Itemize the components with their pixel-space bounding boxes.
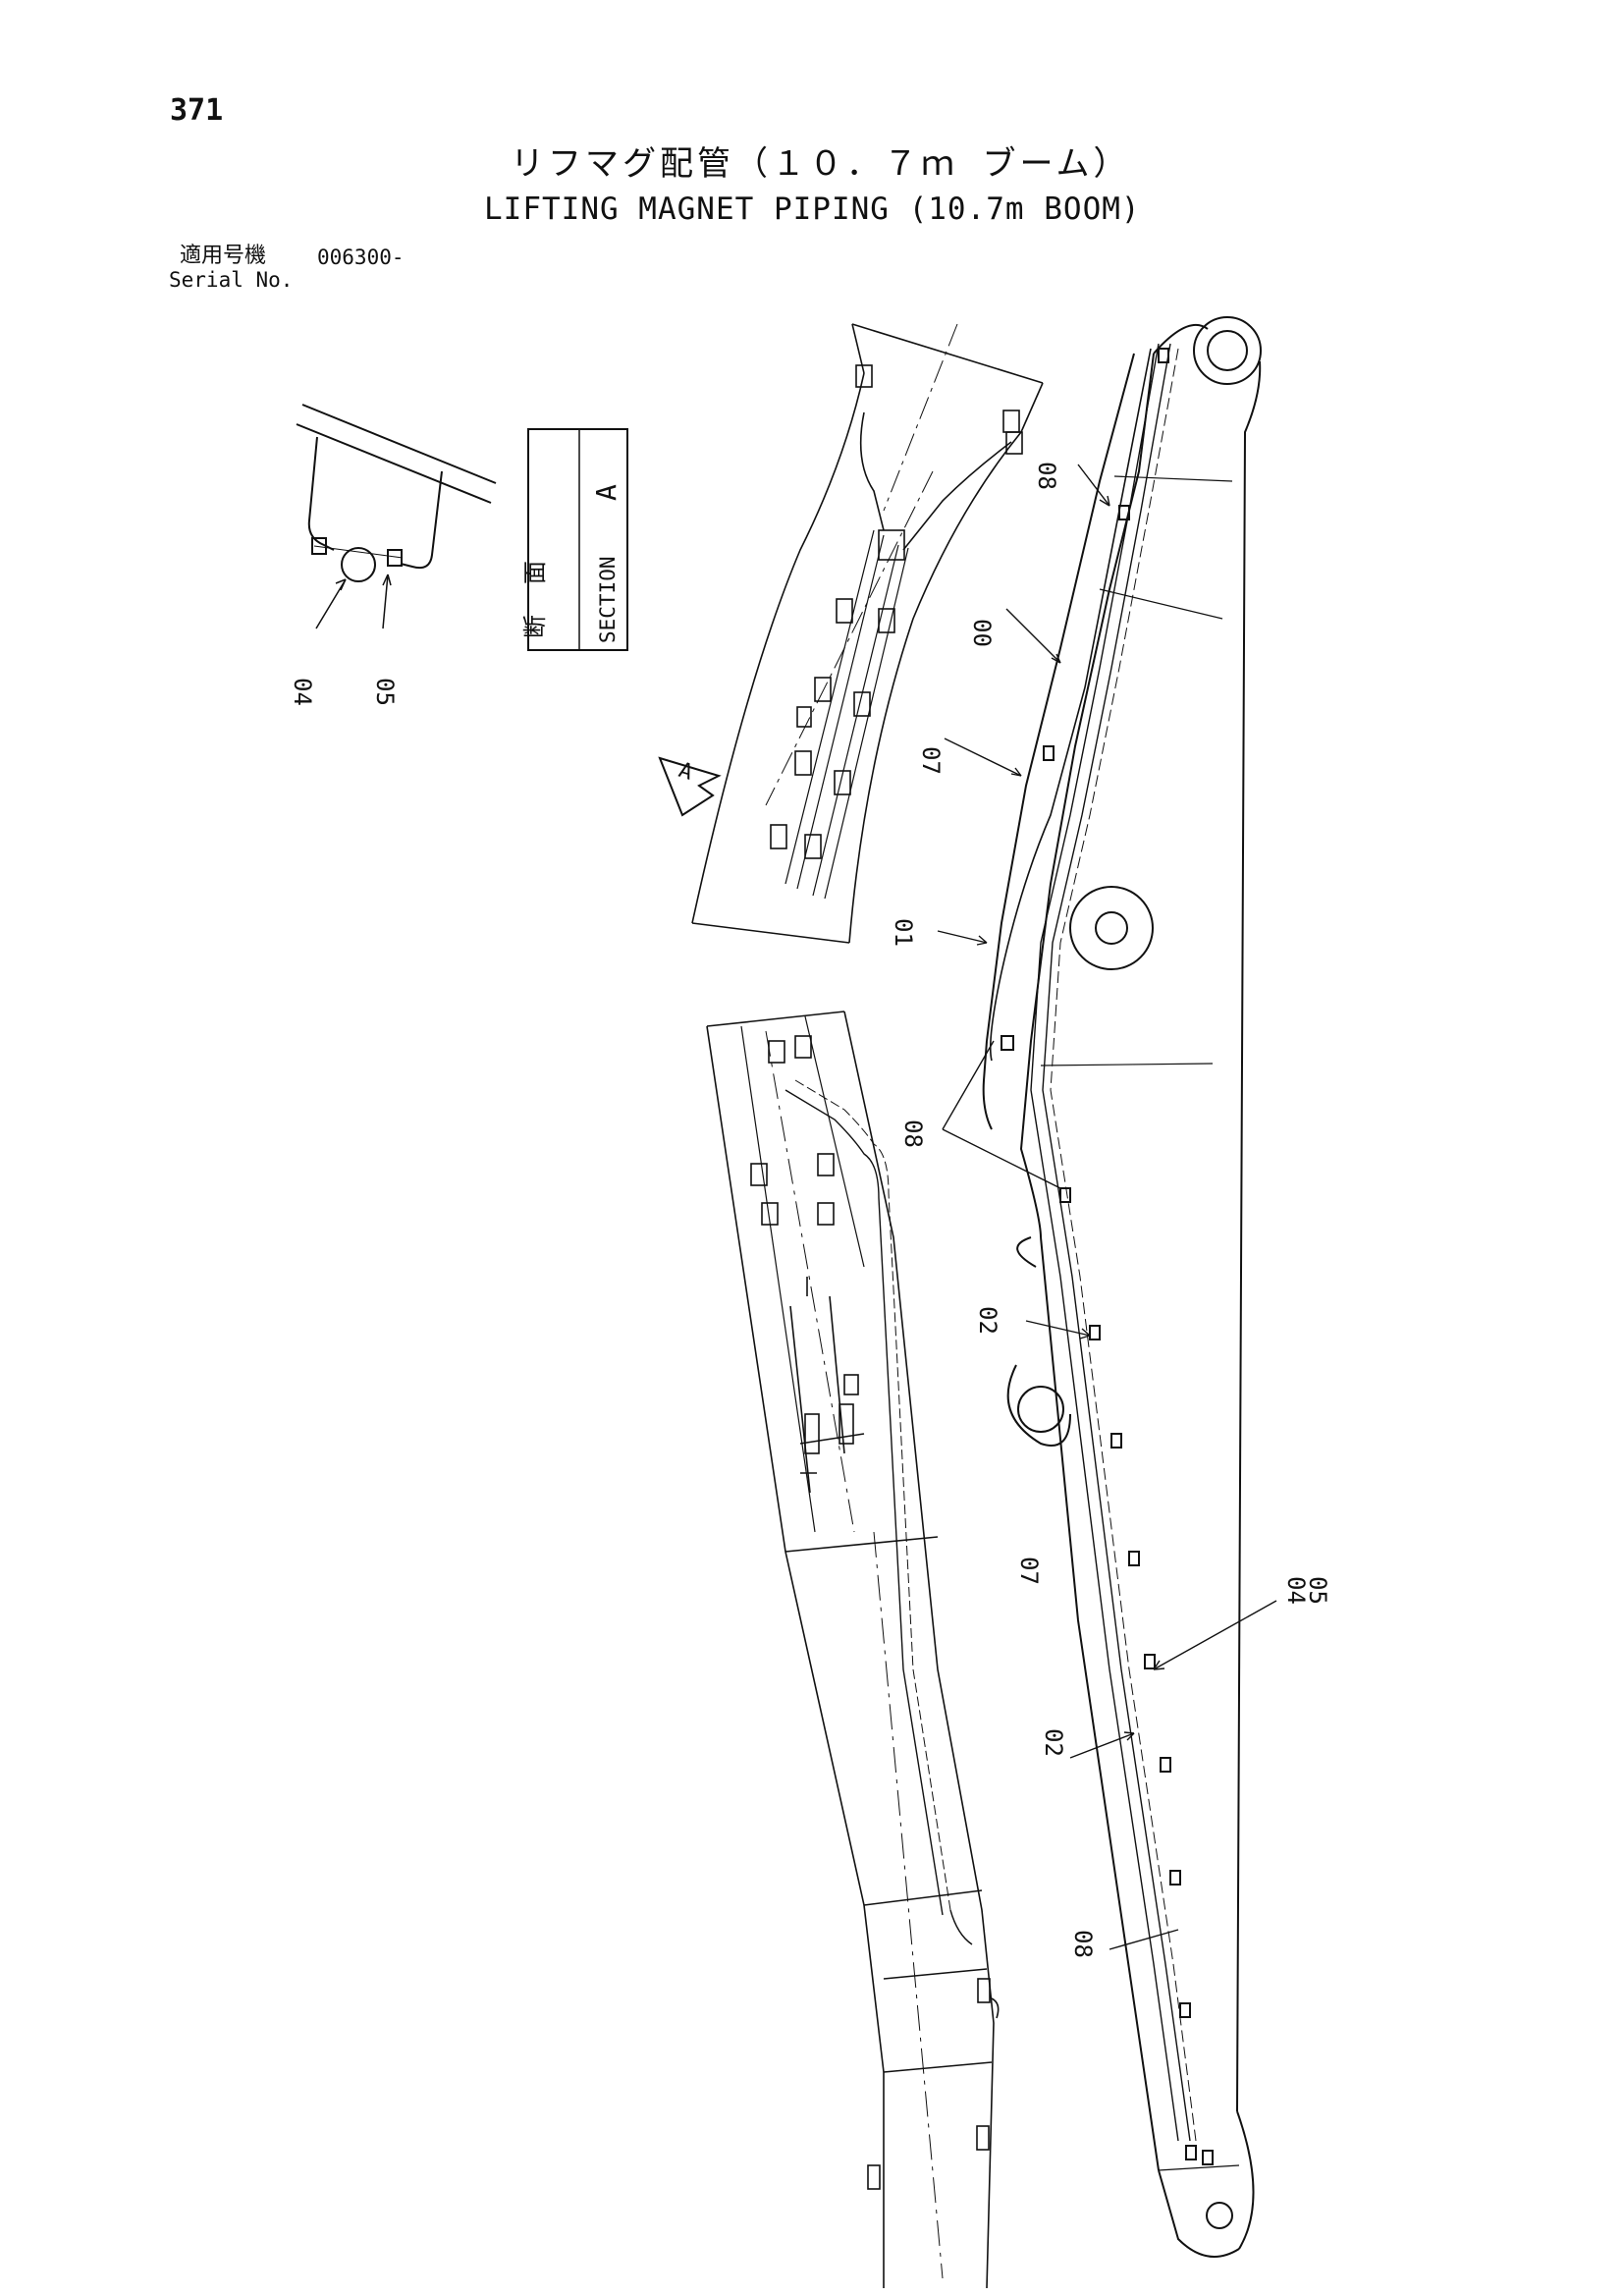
callout-00: 00 [968, 619, 996, 647]
section-english-label: SECTION [596, 556, 620, 643]
callout-08-top: 08 [1033, 462, 1060, 490]
section-kanji-men: 面 [521, 561, 549, 584]
callout-02-upper: 02 [974, 1306, 1001, 1335]
serial-label-japanese: 適用号機 [180, 244, 267, 268]
boom-side-view [937, 316, 1277, 2258]
callout-07-upper: 07 [917, 746, 945, 775]
section-a-detail [296, 404, 497, 629]
callout-08-bottom: 08 [1069, 1930, 1097, 1958]
section-letter: A [590, 484, 622, 501]
callout-01: 01 [890, 918, 917, 947]
serial-number-value: 006300- [317, 246, 405, 269]
callout-04-lower: 04 [1282, 1576, 1310, 1605]
callout-05-section: 05 [371, 678, 399, 706]
view-a-boom-top-detail [691, 323, 1044, 944]
serial-label-english: Serial No. [169, 268, 294, 292]
callout-04-section: 04 [289, 678, 316, 706]
callout-02-lower: 02 [1040, 1728, 1067, 1757]
page-title-english: LIFTING MAGNET PIPING (10.7m BOOM) [484, 191, 1141, 227]
callout-08-mid: 08 [899, 1120, 927, 1148]
page-number: 371 [170, 93, 224, 128]
section-kanji-dan: 断 [521, 615, 549, 638]
callout-07-lower: 07 [1015, 1557, 1043, 1585]
view-a-arrow-icon [658, 756, 722, 817]
callout-05-lower: 05 [1304, 1576, 1331, 1605]
boom-top-view-lower [706, 1011, 1000, 2289]
page-title-japanese: リフマグ配管（１０．７ｍ ブーム） [511, 144, 1131, 184]
section-label-box [527, 428, 628, 651]
